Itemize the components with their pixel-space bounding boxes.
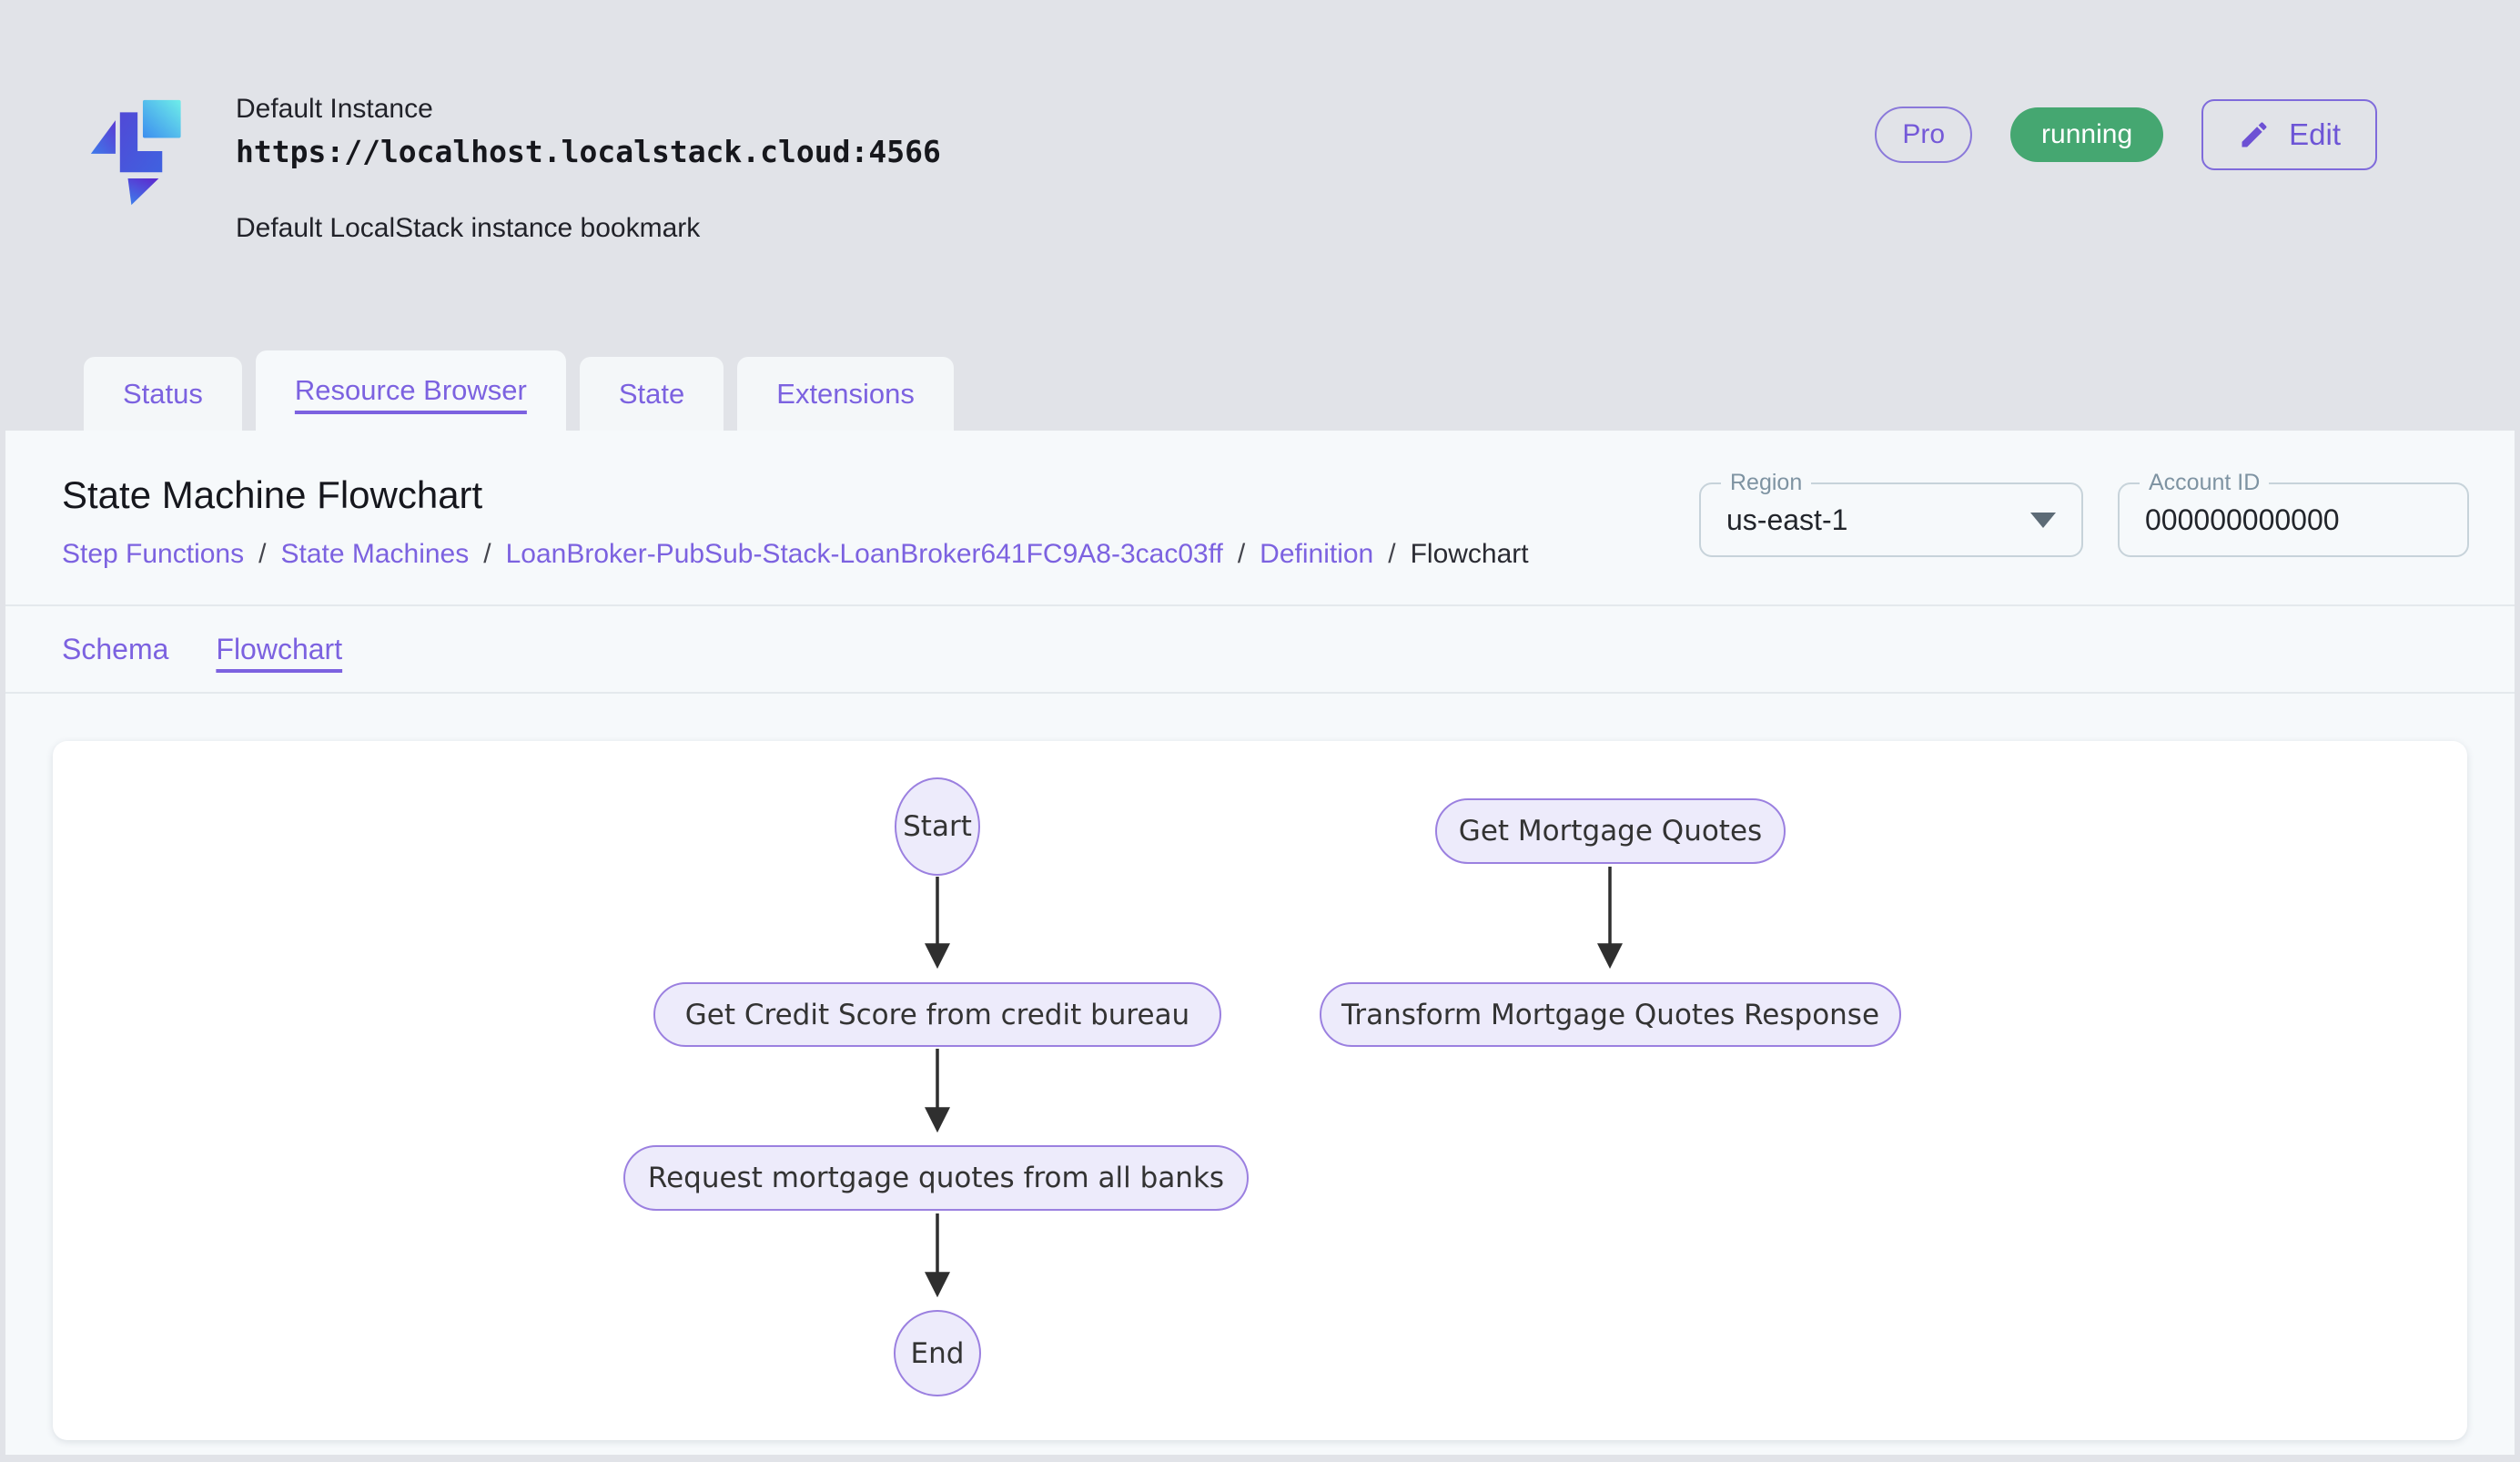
breadcrumb-separator: / (1237, 539, 1246, 569)
edit-button[interactable]: Edit (2201, 99, 2377, 170)
region-label: Region (1721, 470, 1812, 496)
account-id-field: Account ID (2118, 470, 2469, 557)
breadcrumb-state-machines[interactable]: State Machines (280, 539, 470, 569)
region-select[interactable]: Region us-east-1 (1699, 470, 2083, 557)
localstack-logo-icon (90, 97, 183, 206)
flowchart-edges (925, 867, 1623, 1298)
breadcrumb-separator: / (258, 539, 267, 569)
resource-browser-panel: State Machine Flowchart Step Functions /… (5, 431, 2515, 1455)
breadcrumb: Step Functions / State Machines / LoanBr… (62, 539, 1529, 570)
caret-down-icon (2030, 512, 2056, 528)
flowchart-canvas: Start Get Credit Score from credit burea… (53, 741, 2467, 1440)
subtab-flowchart[interactable]: Flowchart (216, 632, 343, 665)
page-title: State Machine Flowchart (62, 473, 483, 516)
flow-node-end: End (894, 1310, 981, 1396)
region-value: us-east-1 (1726, 503, 1848, 536)
pro-badge: Pro (1875, 107, 1973, 163)
breadcrumb-definition[interactable]: Definition (1260, 539, 1374, 569)
subtab-schema[interactable]: Schema (62, 632, 169, 665)
tab-state[interactable]: State (579, 357, 724, 431)
account-id-input[interactable] (2145, 503, 2442, 537)
breadcrumb-separator: / (483, 539, 491, 569)
flow-node-get-credit-score: Get Credit Score from credit bureau (653, 982, 1221, 1047)
main-tabbar: Status Resource Browser State Extensions (84, 350, 954, 431)
tab-resource-browser[interactable]: Resource Browser (255, 350, 566, 431)
account-id-label: Account ID (2140, 470, 2270, 496)
flow-node-transform-response: Transform Mortgage Quotes Response (1320, 982, 1901, 1047)
definition-subtabs: Schema Flowchart (5, 606, 2515, 694)
breadcrumb-separator: / (1388, 539, 1396, 569)
instance-name: Default Instance (236, 94, 433, 124)
status-badge: running (2010, 107, 2164, 162)
flow-node-start: Start (895, 777, 980, 876)
instance-description: Default LocalStack instance bookmark (236, 213, 701, 243)
instance-url: https://localhost.localstack.cloud:4566 (236, 134, 941, 169)
breadcrumb-step-functions[interactable]: Step Functions (62, 539, 245, 569)
tab-extensions[interactable]: Extensions (737, 357, 954, 431)
flow-node-get-mortgage-quotes: Get Mortgage Quotes (1435, 798, 1786, 864)
breadcrumb-flowchart: Flowchart (1410, 539, 1529, 569)
edit-button-label: Edit (2289, 117, 2341, 151)
top-header: Default Instance https://localhost.local… (0, 0, 2520, 431)
tab-status[interactable]: Status (84, 357, 242, 431)
flow-node-request-quotes: Request mortgage quotes from all banks (623, 1145, 1249, 1211)
pencil-icon (2242, 122, 2267, 147)
breadcrumb-state-machine-id[interactable]: LoanBroker-PubSub-Stack-LoanBroker641FC9… (505, 539, 1223, 569)
